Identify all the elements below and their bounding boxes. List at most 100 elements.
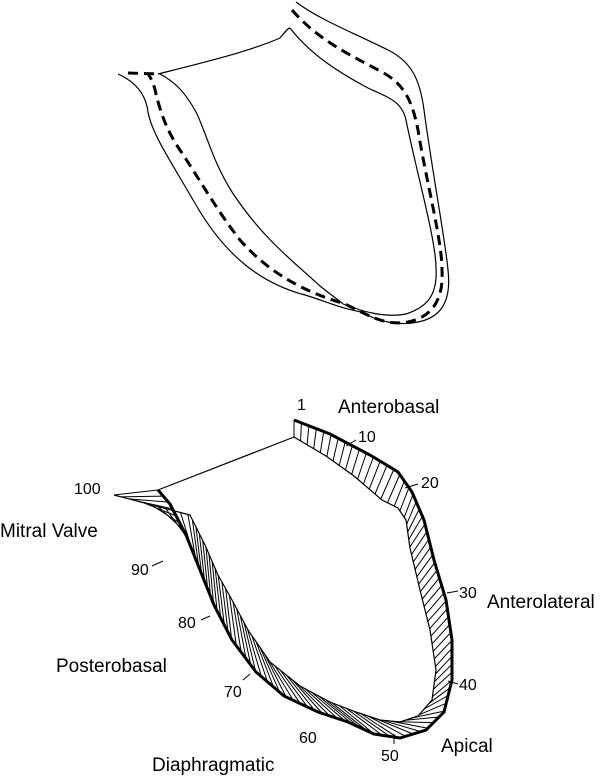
dashed-base-segment: [127, 71, 161, 76]
chord-line: [409, 523, 426, 548]
tick-80: [200, 615, 211, 621]
tick-30: [446, 590, 459, 594]
chord-line: [236, 608, 247, 659]
chord-number-1: 1: [297, 397, 306, 414]
inner-contour-left: [159, 73, 344, 305]
chord-line: [268, 660, 294, 701]
base-chord: [157, 27, 291, 75]
outer-contour-left: [117, 73, 363, 313]
chord-line: [427, 600, 447, 622]
chord-line: [367, 715, 406, 737]
tick-70: [242, 673, 251, 681]
chord-number-40: 40: [459, 677, 477, 694]
chord-line: [300, 422, 302, 441]
chord-line: [239, 615, 252, 666]
chord-line: [251, 635, 269, 683]
chord-line: [208, 554, 215, 605]
chord-line: [195, 526, 203, 575]
chord-line: [338, 441, 346, 466]
chord-line: [338, 705, 375, 735]
inner-contour-right: [289, 27, 437, 316]
label-mitral-valve: Mitral Valve: [0, 521, 98, 542]
chord-line: [431, 624, 451, 645]
chord-line: [387, 474, 401, 503]
chord-line: [292, 679, 323, 714]
chord-line: [255, 641, 275, 688]
chord-line: [298, 684, 331, 717]
chord-line: [345, 445, 353, 471]
tick-40: [447, 680, 459, 685]
chord-line: [423, 695, 449, 710]
chord-line: [221, 581, 229, 633]
chord-line: [399, 487, 410, 512]
chord-line: [280, 670, 309, 708]
number-ticks: [151, 439, 459, 744]
chord-line: [420, 569, 438, 592]
chord-line: [435, 647, 453, 667]
outer-contour-right: [295, 1, 450, 325]
chord-line: [332, 438, 339, 462]
chord-line: [425, 592, 445, 615]
labels: Anterobasal Anterolateral Apical Diaphra…: [0, 397, 595, 776]
chord-line: [432, 679, 453, 698]
label-posterobasal: Posterobasal: [56, 656, 167, 677]
chord-line: [232, 601, 242, 653]
chord-line: [259, 647, 281, 693]
chord-line: [311, 691, 346, 722]
chord-line: [435, 655, 453, 675]
chord-line: [331, 702, 368, 732]
chord-line: [353, 710, 391, 737]
chord-line: [434, 663, 453, 682]
chord-line: [187, 514, 197, 560]
overlay-contours: [117, 1, 450, 325]
chord-line: [406, 501, 417, 525]
lower-base-chord: [157, 436, 295, 491]
chord-line: [428, 687, 451, 704]
chord-line: [113, 489, 159, 496]
chord-line: [421, 577, 440, 600]
chord-line: [318, 695, 353, 725]
chord-line: [397, 721, 434, 724]
chord-line: [418, 702, 447, 716]
chord-line: [414, 546, 432, 570]
chord-line: [264, 653, 287, 698]
chord-line: [313, 428, 317, 449]
label-diaphragmatic: Diaphragmatic: [152, 755, 275, 776]
chord-line: [228, 595, 237, 646]
chord-line: [274, 665, 301, 705]
chord-line: [128, 498, 169, 503]
end-systolic-contour: [113, 436, 437, 723]
label-anterobasal: Anterobasal: [338, 397, 439, 418]
tick-20: [404, 483, 419, 489]
chord-number-80: 80: [178, 615, 196, 632]
chord-line: [374, 465, 388, 495]
chord-line: [407, 508, 420, 533]
chord-number-70: 70: [224, 684, 242, 701]
chord-number-20: 20: [421, 475, 439, 492]
chord-number-60: 60: [299, 730, 317, 747]
chord-line: [246, 628, 262, 677]
chord-number-50: 50: [381, 748, 399, 765]
chord-line: [418, 562, 436, 585]
chord-line: [408, 516, 423, 540]
chord-line: [217, 575, 225, 626]
chord-line: [416, 554, 434, 578]
tick-10: [345, 439, 357, 447]
chord-line: [374, 717, 414, 735]
dashed-contour: [146, 9, 444, 325]
chord-line: [380, 469, 395, 500]
label-anterolateral: Anterolateral: [487, 592, 595, 613]
chord-line: [205, 547, 212, 597]
chord-line: [326, 434, 332, 457]
chord-line: [357, 452, 367, 480]
chord-line: [324, 699, 361, 728]
chord-line: [225, 588, 233, 640]
chord-line: [430, 616, 449, 637]
chord-line: [198, 533, 206, 582]
chord-line: [403, 494, 414, 518]
wall-motion-band: [113, 420, 453, 739]
chord-line: [143, 502, 177, 517]
tick-90: [151, 560, 164, 567]
chord-line: [360, 713, 399, 739]
chord-line: [319, 431, 325, 453]
